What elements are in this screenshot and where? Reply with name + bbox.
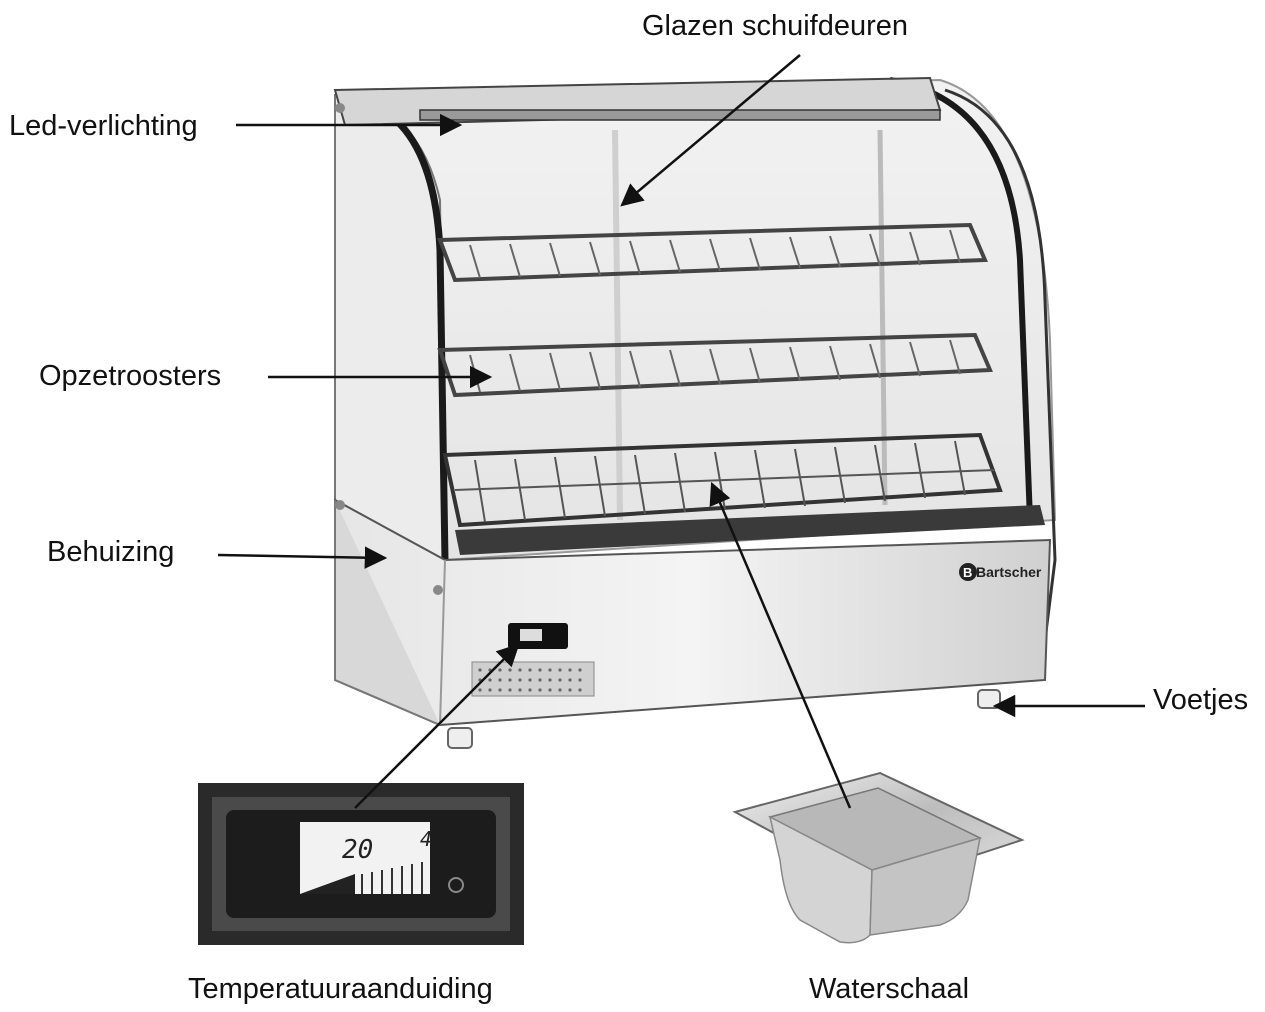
svg-text:B: B (963, 565, 972, 580)
vent-grille (471, 661, 595, 697)
left-side-glass (334, 94, 447, 562)
brand-text: Bartscher (976, 564, 1042, 580)
label-glazen-schuifdeuren: Glazen schuifdeuren (642, 10, 908, 42)
label-behuizing: Behuizing (47, 536, 175, 568)
arrow-behuizing (217, 546, 388, 569)
callout-arrows (217, 54, 1145, 809)
label-temperatuuraanduiding: Temperatuuraanduiding (188, 973, 493, 1005)
label-voetjes: Voetjes (1153, 684, 1249, 716)
label-led-verlichting: Led-verlichting (9, 110, 198, 142)
shelf-middle (437, 332, 993, 398)
label-waterschaal: Waterschaal (809, 973, 970, 1005)
led-strip (419, 109, 941, 121)
arrow-temperatuuraanduiding (354, 643, 520, 809)
arrow-glazen-schuifdeuren (620, 54, 801, 207)
brand-logo-icon (959, 563, 977, 581)
shelf-top (437, 222, 988, 283)
water-tray (732, 771, 1025, 944)
thermometer-reading-left: 20 (342, 835, 373, 865)
thermometer-inset: 20 4 (198, 783, 524, 945)
display-cabinet: B Bartscher (333, 76, 1057, 749)
thermometer-reading-right: 4 (420, 827, 432, 851)
foot-left (447, 727, 473, 749)
label-opzetroosters: Opzetroosters (39, 360, 222, 392)
shelf-bottom (442, 432, 1003, 528)
arrow-waterschaal (709, 481, 852, 809)
